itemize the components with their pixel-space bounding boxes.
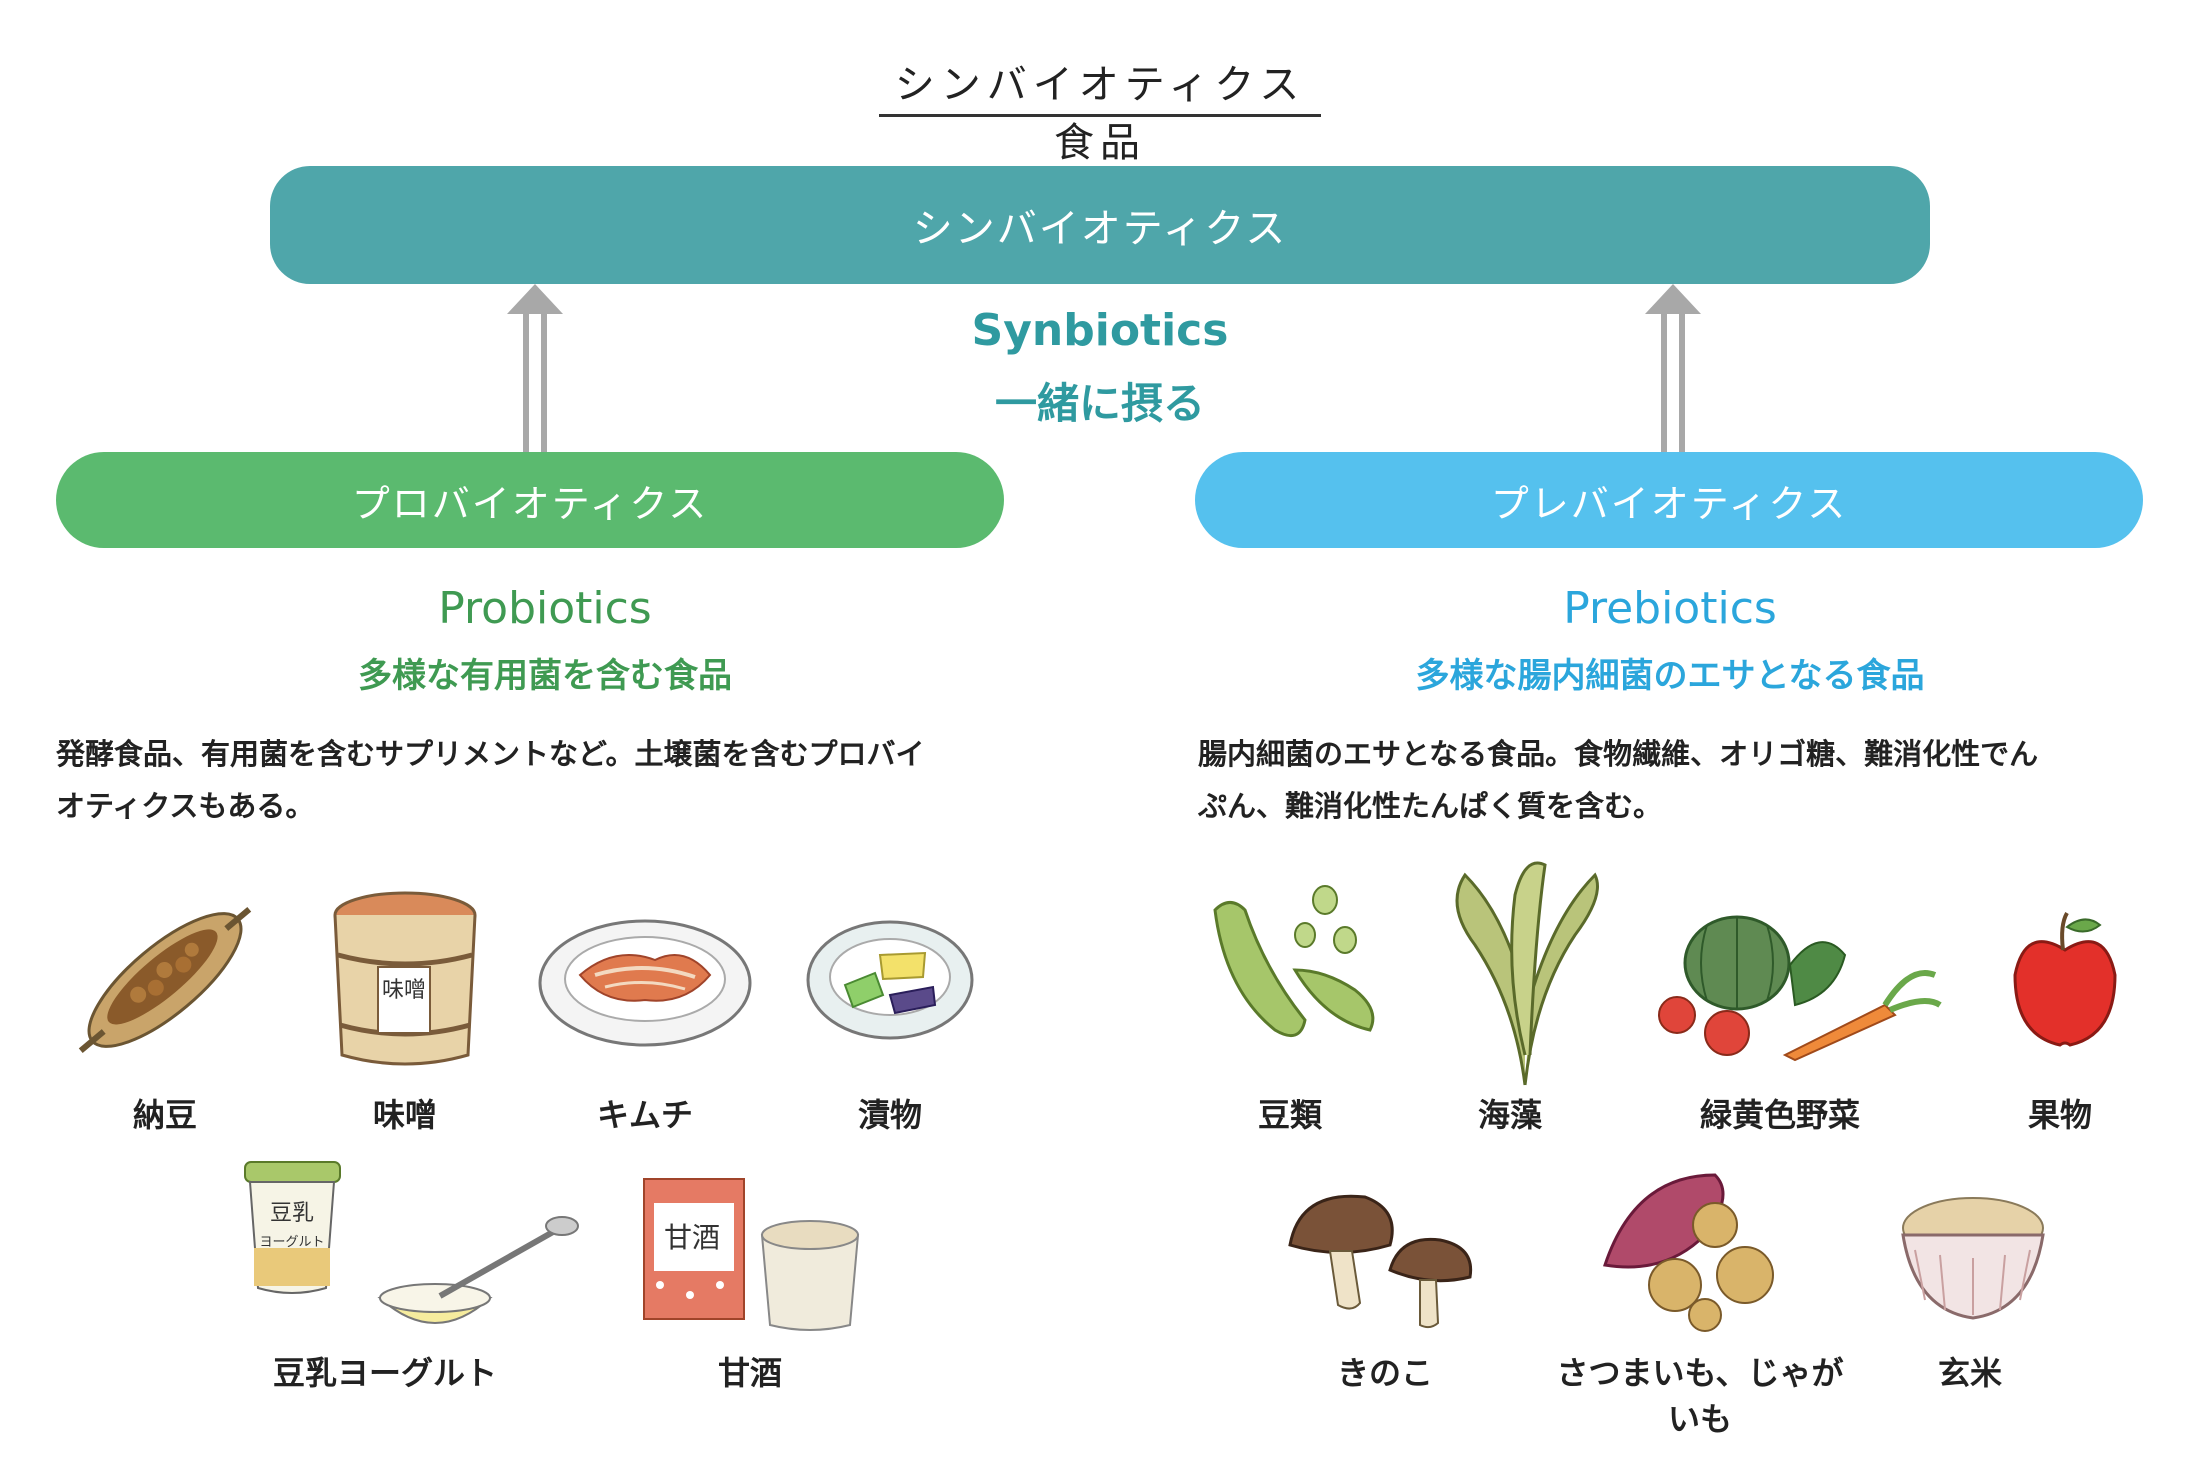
food-label-tsukemono: 漬物	[857, 1096, 922, 1134]
prebiotics-description: 腸内細菌のエサとなる食品。食物繊維、オリゴ糖、難消化性でん ぷん、難消化性たんぱ…	[1198, 728, 2158, 832]
food-label-kimchi: キムチ	[596, 1096, 693, 1134]
vegetables-illustration	[1658, 915, 1942, 1062]
food-label-natto: 納豆	[132, 1096, 197, 1134]
seaweed-illustration	[1455, 861, 1599, 1086]
miso-barrel-illustration: 味噌	[333, 891, 477, 1066]
amazake-illustration: 甘酒	[643, 1178, 860, 1331]
title-underline	[879, 114, 1321, 117]
prebiotics-desc-line2: ぷん、難消化性たんぱく質を含む。	[1198, 789, 1663, 823]
brown-rice-illustration	[1901, 1197, 2045, 1320]
apple-illustration	[2013, 911, 2117, 1047]
mushrooms-illustration	[1288, 1194, 1473, 1329]
left-up-arrow	[507, 284, 563, 456]
beans-illustration	[1213, 885, 1375, 1038]
amazake-pack-label: 甘酒	[664, 1221, 720, 1254]
potatoes-illustration	[1603, 1173, 1774, 1332]
yogurt-cup-label-1: 豆乳	[270, 1201, 314, 1226]
food-label-brown-rice: 玄米	[1937, 1354, 2002, 1392]
food-label-soy-yogurt: 豆乳ヨーグルト	[272, 1354, 497, 1392]
tsukemono-illustration	[806, 920, 974, 1040]
probiotics-pill: プロバイオティクス	[56, 452, 1004, 548]
prebiotics-en: Prebiotics	[1563, 583, 1777, 634]
synbiotics-jp: 一緒に摂る	[994, 379, 1205, 428]
synbiotics-en: Synbiotics	[971, 305, 1229, 356]
probiotics-en: Probiotics	[438, 583, 652, 634]
prebiotics-desc-line1: 腸内細菌のエサとなる食品。食物繊維、オリゴ糖、難消化性でん	[1198, 737, 2039, 771]
prebiotics-pill-label: プレバイオティクス	[1490, 481, 1848, 526]
prebiotics-pill: プレバイオティクス	[1195, 452, 2143, 548]
food-label-seaweed: 海藻	[1477, 1096, 1542, 1134]
food-label-green-vegetables: 緑黄色野菜	[1699, 1096, 1860, 1134]
food-label-beans: 豆類	[1257, 1096, 1322, 1134]
probiotics-jp: 多様な有用菌を含む食品	[358, 656, 732, 696]
natto-illustration	[78, 906, 252, 1054]
probiotics-description: 発酵食品、有用菌を含むサプリメントなど。土壌菌を含むプロバイ オティクスもある。	[56, 728, 1016, 832]
synbiotics-pill-label: シンバイオティクス	[912, 206, 1288, 252]
food-label-mushroom: きのこ	[1336, 1354, 1433, 1392]
probiotics-desc-line1: 発酵食品、有用菌を含むサプリメントなど。土壌菌を含むプロバイ	[56, 737, 925, 771]
page-title: シンバイオティクス食品	[894, 62, 1306, 166]
probiotics-pill-label: プロバイオティクス	[351, 481, 709, 526]
food-label-amazake: 甘酒	[717, 1354, 782, 1392]
food-label-miso: 味噌	[372, 1096, 437, 1134]
miso-barrel-label: 味噌	[382, 978, 426, 1003]
prebiotics-jp: 多様な腸内細菌のエサとなる食品	[1415, 656, 1925, 696]
food-label-fruit: 果物	[2027, 1096, 2092, 1134]
probiotics-desc-line2: オティクスもある。	[56, 789, 315, 823]
soy-yogurt-illustration: 豆乳 ヨーグルト	[244, 1161, 579, 1324]
yogurt-cup-label-2: ヨーグルト	[259, 1235, 324, 1250]
food-label-potatoes: さつまいも、じゃがいも	[1556, 1354, 1844, 1438]
synbiotics-pill: シンバイオティクス	[270, 166, 1930, 284]
right-up-arrow	[1645, 284, 1701, 456]
kimchi-illustration	[538, 919, 752, 1047]
